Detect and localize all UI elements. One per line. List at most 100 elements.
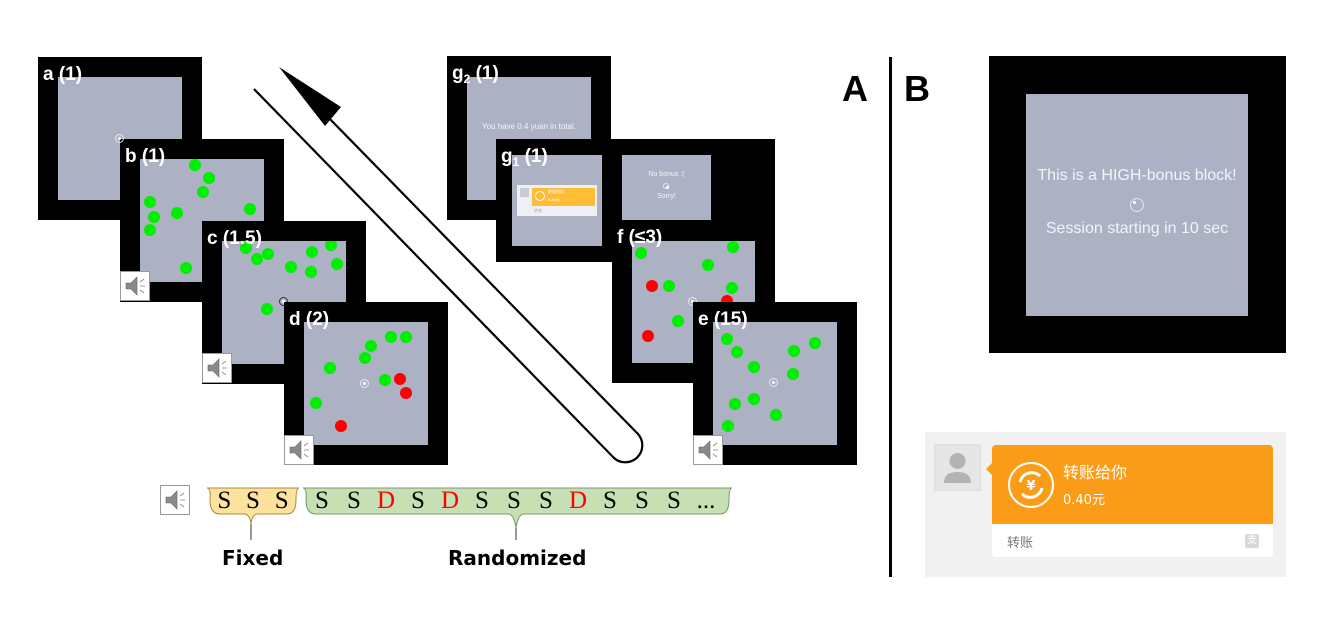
mini-transfer-footer: 转账 (534, 208, 542, 213)
panel-label-b: B (904, 68, 930, 109)
frame-no-bonus: No bonus :( Sorry! (612, 139, 775, 221)
target-dot (400, 331, 412, 343)
frame-g1-label: g1 (1) (501, 146, 548, 169)
target-dot (189, 159, 201, 171)
frame-d-label: d (2) (289, 309, 330, 330)
target-dot (787, 368, 799, 380)
trial-type: S (347, 487, 361, 514)
trial-type: S (507, 487, 521, 514)
total-earnings-text: You have 0.4 yuan in total. (482, 122, 576, 131)
user-icon (944, 453, 971, 483)
trial-type: S (315, 487, 329, 514)
mini-transfer-bubble: 转账给你 0.40元 (532, 188, 595, 206)
speaker-icon (284, 435, 314, 465)
trial-type: S (274, 487, 289, 514)
trial-type: S (635, 487, 649, 514)
target-dot (748, 393, 760, 405)
transfer-footer-label: 转账 (1007, 536, 1034, 551)
panel-divider (889, 57, 892, 577)
trial-type: S (603, 487, 617, 514)
trial-type-distractor: D (440, 487, 460, 514)
frame-e-label: e (15) (698, 309, 748, 330)
fixation-mark (115, 134, 124, 143)
target-dot (144, 196, 156, 208)
svg-text:¥: ¥ (1026, 479, 1035, 494)
frame-e-screen (713, 322, 837, 445)
distractor-dot (646, 280, 658, 292)
target-dot (365, 340, 377, 352)
target-dot (331, 258, 343, 270)
target-dot (788, 345, 800, 357)
alipay-icon: 支 (1245, 534, 1259, 548)
fixation-mark (663, 183, 669, 189)
speaker-icon (160, 485, 190, 515)
frame-d: d (2) (284, 302, 448, 465)
randomized-brace (302, 487, 733, 529)
mini-avatar-icon (520, 188, 529, 197)
transfer-bubble-footer: 转账 支 (992, 524, 1273, 557)
avatar (934, 444, 981, 491)
target-dot (731, 346, 743, 358)
block-instruction-screen: This is a HIGH-bonus block! Session star… (1026, 94, 1248, 316)
target-dot (325, 241, 337, 251)
fixed-brace (206, 487, 300, 525)
mini-yuan-icon (535, 191, 545, 201)
block-instruction-frame: This is a HIGH-bonus block! Session star… (989, 56, 1286, 353)
frame-no-bonus-screen: No bonus :( Sorry! (622, 155, 711, 220)
trial-type-distractor: D (376, 487, 396, 514)
target-dot (305, 266, 317, 278)
target-dot (310, 397, 322, 409)
no-bonus-text: No bonus :( (648, 171, 685, 178)
loop-arrow-path (253, 88, 644, 464)
trial-type-distractor: D (568, 487, 588, 514)
frame-c-label: c (1.5) (207, 228, 262, 249)
target-dot (262, 248, 274, 260)
target-dot (251, 253, 263, 265)
frame-g1: 转账给你 0.40元 转账 g1 (1) (496, 139, 612, 262)
fixation-mark (279, 297, 288, 306)
speaker-icon (202, 353, 232, 383)
target-dot (306, 246, 318, 258)
transfer-bubble-top: ¥ 转账给你 0.40元 (992, 445, 1273, 524)
mini-transfer-title: 转账给你 (548, 189, 564, 194)
frame-f-label: f (≤3) (617, 227, 663, 248)
randomized-sequence: S S D S D S S S D S S S ... (306, 485, 726, 517)
mini-transfer-amount: 0.40元 (548, 197, 560, 202)
frame-d-screen (304, 322, 428, 445)
distractor-dot (642, 330, 654, 342)
target-dot (171, 207, 183, 219)
target-dot (809, 337, 821, 349)
fixation-mark (769, 378, 778, 387)
target-dot (727, 241, 739, 253)
target-dot (722, 420, 734, 432)
transfer-amount: 0.40元 (1063, 493, 1105, 508)
arrowhead-icon (279, 67, 341, 126)
trial-type: S (246, 487, 260, 514)
trial-type: S (667, 487, 681, 514)
target-dot (770, 409, 782, 421)
target-dot (726, 282, 738, 294)
frame-g1-screen: 转账给你 0.40元 转账 (512, 155, 602, 246)
randomized-label: Randomized (448, 546, 587, 570)
session-countdown-text: Session starting in 10 sec (1045, 220, 1229, 237)
transfer-title: 转账给你 (1063, 463, 1128, 482)
target-dot (635, 247, 647, 259)
trial-type-ellipsis: ... (696, 487, 716, 514)
trial-type: S (217, 487, 232, 514)
speaker-icon (120, 271, 150, 301)
target-dot (148, 211, 160, 223)
bubble-pointer (986, 463, 992, 475)
target-dot (702, 259, 714, 271)
fixation-mark (1130, 198, 1144, 212)
yuan-transfer-icon: ¥ (1008, 462, 1054, 508)
frame-a-label: a (1) (43, 64, 83, 85)
transfer-bubble[interactable]: ¥ 转账给你 0.40元 转账 支 (986, 445, 1273, 557)
target-dot (180, 262, 192, 274)
transfer-message-card: ¥ 转账给你 0.40元 转账 支 (925, 432, 1286, 577)
target-dot (359, 352, 371, 364)
high-bonus-text: This is a HIGH-bonus block! (1037, 167, 1237, 184)
distractor-dot (400, 387, 412, 399)
target-dot (197, 186, 209, 198)
